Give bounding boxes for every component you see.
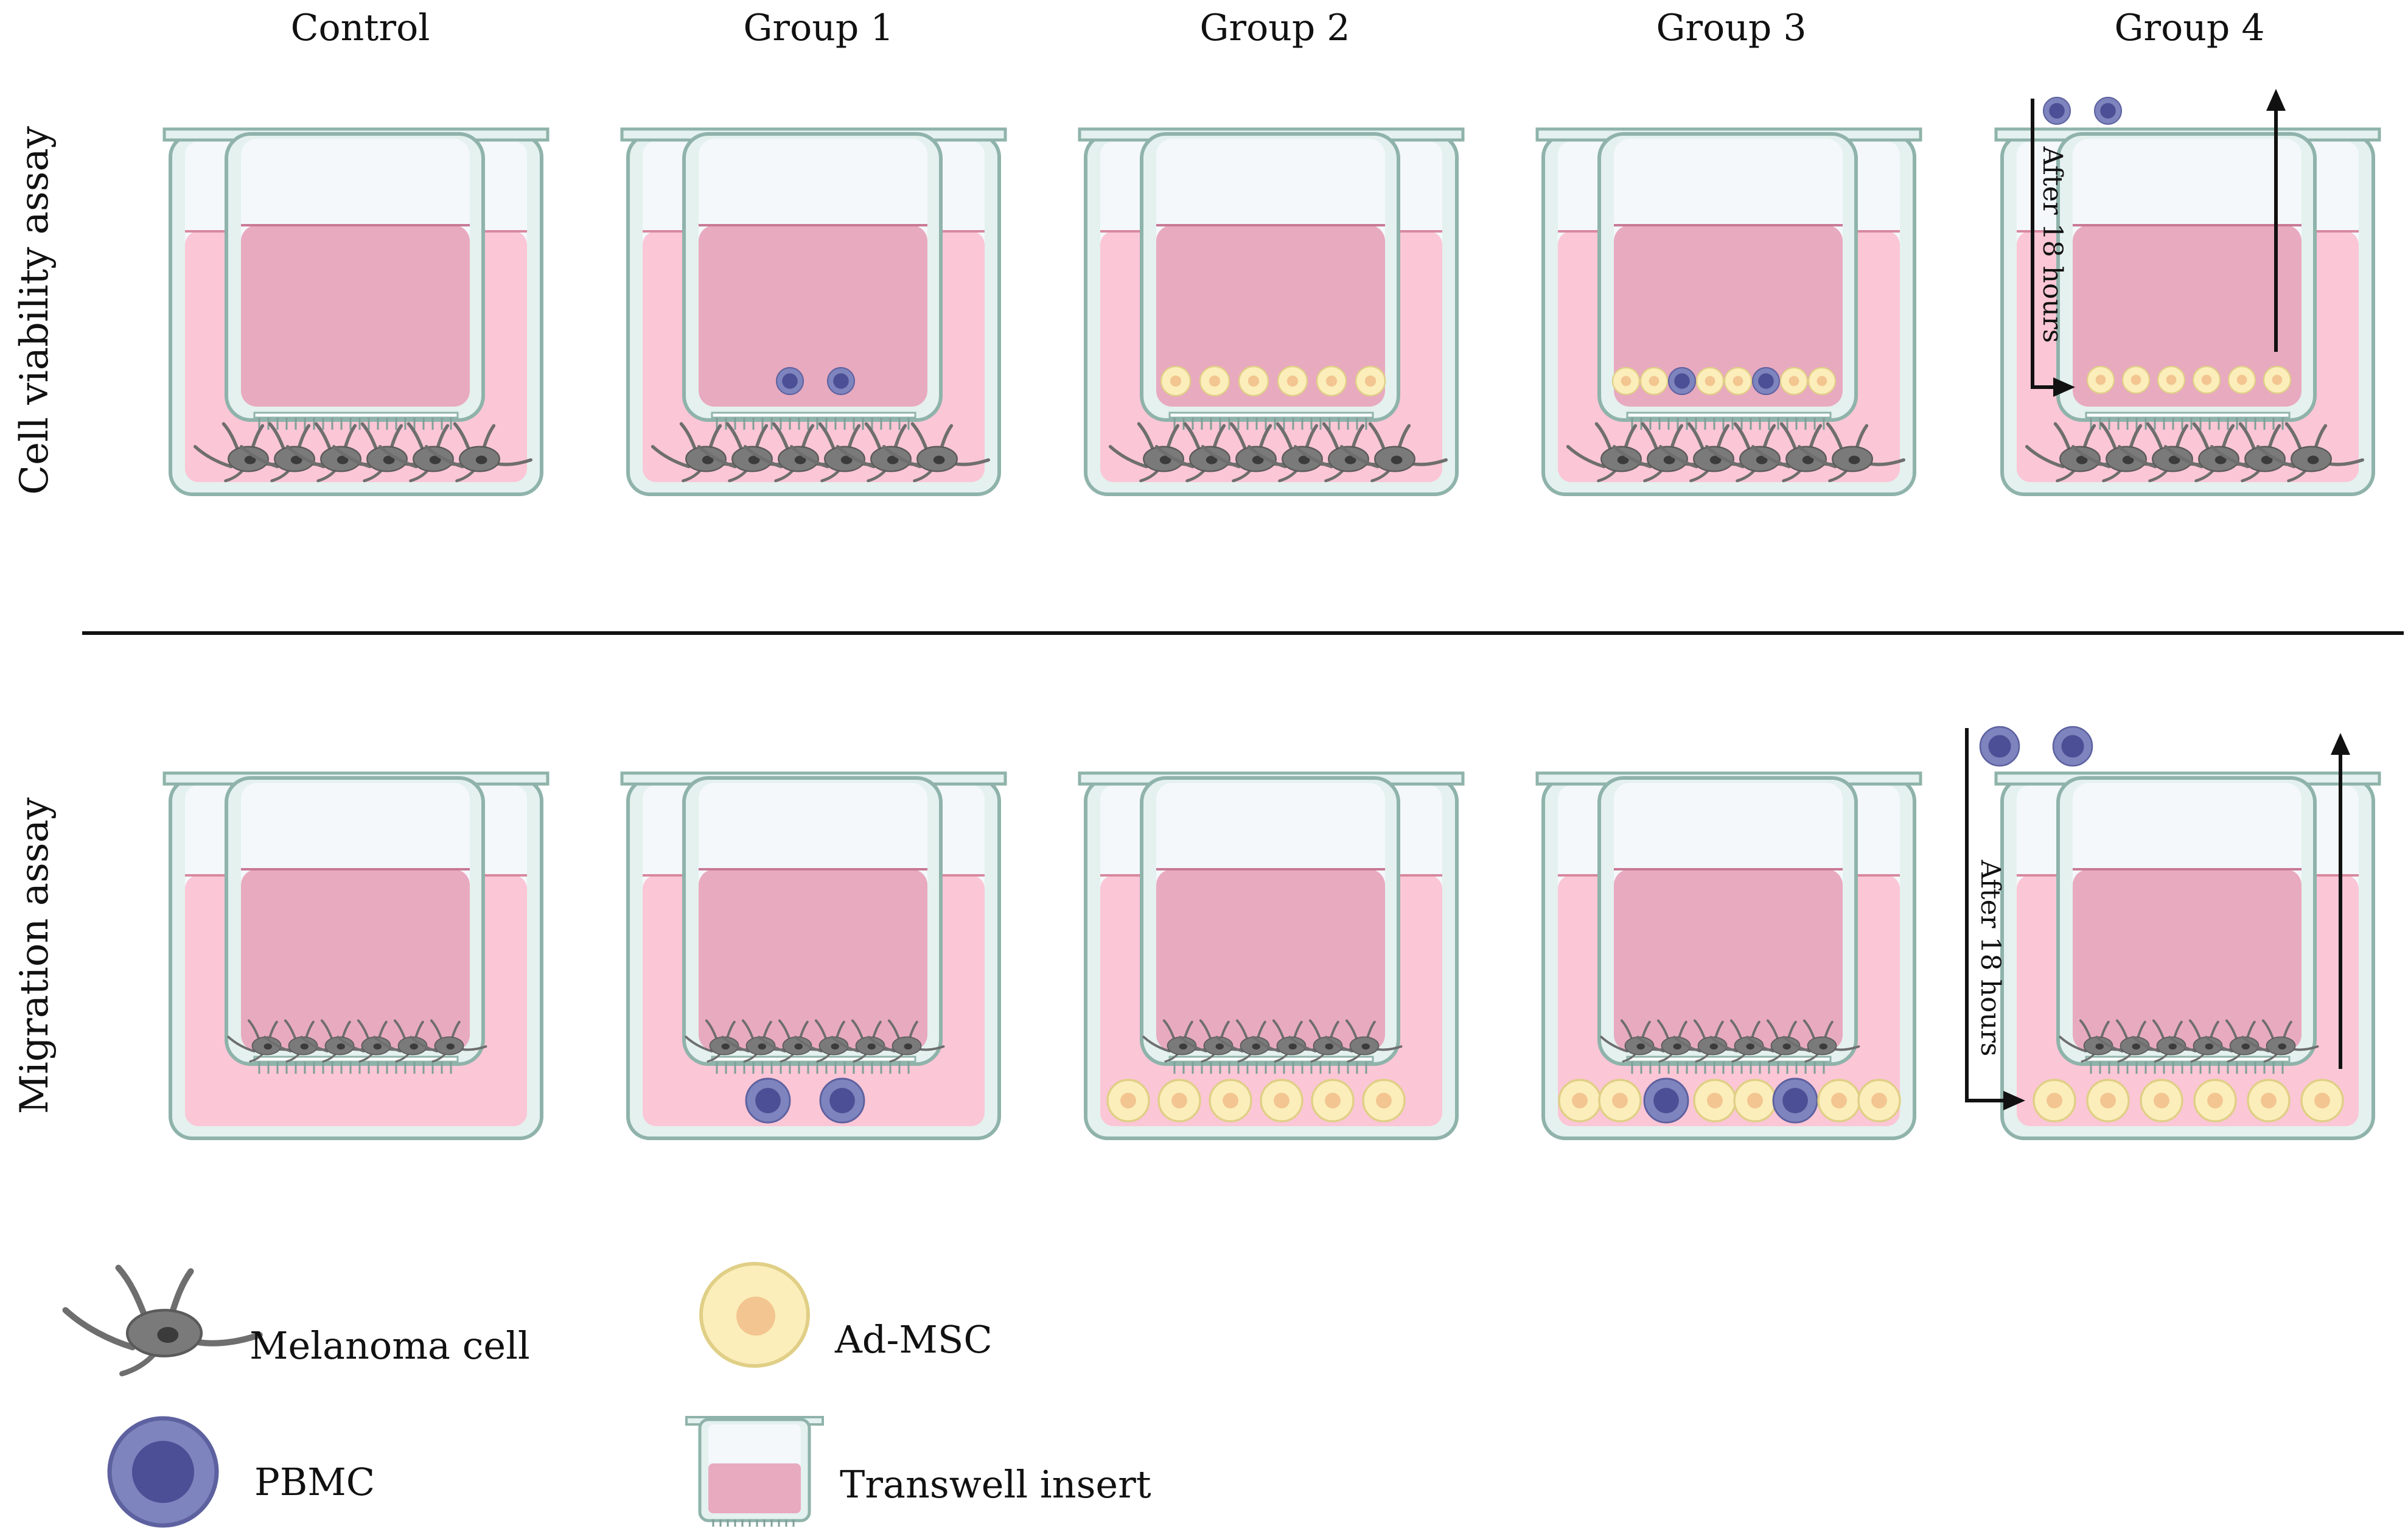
legend-ad-msc: Ad-MSC [699, 1262, 993, 1368]
ad-msc-icon [1598, 1079, 1642, 1122]
pbmc-icon [1979, 726, 2020, 767]
after-18-hours-label: After 18 hours [2037, 146, 2068, 343]
pbmc-icon [2094, 97, 2122, 125]
legend-label-transwell: Transwell insert [840, 1462, 1151, 1507]
ad-msc-icon [1695, 366, 1725, 396]
ad-msc-icon [1260, 1079, 1303, 1122]
legend-transwell: Transwell insert [685, 1416, 1151, 1527]
viability-well-group-4: After 18 hours [1994, 89, 2381, 496]
ad-msc-icon [1558, 1079, 1602, 1122]
ad-msc-icon [699, 1262, 810, 1368]
transwell-membrane [253, 1056, 459, 1074]
migration-well-group-4: After 18 hours [1965, 726, 2381, 1140]
ad-msc-icon [2157, 365, 2186, 394]
transwell-membrane [711, 412, 916, 430]
ad-msc-icon [1693, 1079, 1737, 1122]
pbmc-icon [2052, 726, 2093, 767]
ad-msc-icon [2086, 1079, 2130, 1122]
migration-well-control [162, 771, 550, 1140]
ad-msc-icon [1733, 1079, 1777, 1122]
viability-well-group-2 [1078, 127, 1465, 496]
column-header-group-4: Group 4 [2114, 7, 2264, 49]
pbmc-icon [819, 1077, 865, 1124]
ad-msc-icon [2192, 365, 2221, 394]
migration-cells-group-1 [685, 1019, 945, 1124]
pbmc-icon [1668, 367, 1696, 395]
ad-msc-icon [1817, 1079, 1861, 1122]
viability-cells-group-4 [2027, 97, 2363, 481]
ad-msc-icon [1316, 365, 1347, 397]
time-arrow: After 18 hours [2031, 89, 2286, 397]
legend-label-melanoma: Melanoma cell [250, 1323, 530, 1368]
ad-msc-icon [1723, 366, 1753, 396]
viability-cells-group-1 [653, 367, 989, 481]
ad-msc-icon [2300, 1079, 2344, 1122]
pbmc-icon [2043, 97, 2071, 125]
column-header-group-2: Group 2 [1199, 7, 1350, 49]
viability-cells-group-3 [1568, 366, 1904, 481]
ad-msc-icon [1355, 365, 1386, 397]
ad-msc-icon [1160, 365, 1192, 397]
time-arrow: After 18 hours [1965, 728, 2350, 1110]
pbmc-icon [827, 367, 855, 395]
ad-msc-icon [1157, 1079, 1201, 1122]
pbmc-icon [107, 1416, 219, 1528]
migration-well-group-3 [1535, 771, 1922, 1140]
migration-well-group-1 [620, 771, 1007, 1140]
ad-msc-icon [2086, 365, 2115, 394]
legend-pbmc: PBMC [107, 1416, 375, 1528]
pbmc-icon [1643, 1077, 1689, 1124]
pbmc-icon [776, 367, 804, 395]
migration-well-group-2 [1078, 771, 1465, 1140]
ad-msc-icon [2247, 1079, 2291, 1122]
pbmc-icon [1772, 1077, 1818, 1124]
viability-well-control [162, 127, 550, 496]
ad-msc-icon [1277, 365, 1308, 397]
ad-msc-icon [2140, 1079, 2183, 1122]
ad-msc-icon [1209, 1079, 1252, 1122]
ad-msc-icon [1199, 365, 1230, 397]
legend-melanoma: Melanoma cell [66, 1268, 530, 1374]
ad-msc-icon [1807, 366, 1837, 396]
transwell-membrane [253, 412, 459, 430]
ad-msc-icon [2193, 1079, 2237, 1122]
ad-msc-icon [1857, 1079, 1901, 1122]
ad-msc-icon [1639, 366, 1669, 396]
column-header-group-3: Group 3 [1656, 7, 1806, 49]
row-label-cell-viability: Cell viability assay [12, 126, 57, 495]
transwell-insert-icon [685, 1416, 824, 1527]
ad-msc-icon [1106, 1079, 1150, 1122]
column-header-group-1: Group 1 [743, 7, 893, 49]
ad-msc-icon [1779, 366, 1809, 396]
viability-cells-group-2 [1111, 365, 1447, 481]
ad-msc-icon [2033, 1079, 2076, 1122]
ad-msc-icon [2263, 365, 2292, 394]
ad-msc-icon [1238, 365, 1269, 397]
migration-cells-group-4 [1979, 726, 2344, 1122]
melanoma-cell-icon [66, 1268, 260, 1374]
ad-msc-icon [2121, 365, 2151, 394]
pbmc-icon [1752, 367, 1780, 395]
viability-well-group-1 [620, 127, 1007, 496]
ad-msc-icon [1362, 1079, 1406, 1122]
ad-msc-icon [2227, 365, 2256, 394]
pbmc-icon [745, 1077, 791, 1124]
transwell-membrane [1168, 412, 1374, 430]
transwell-membrane [2085, 412, 2291, 430]
transwell-membrane [1626, 412, 1832, 430]
ad-msc-icon [1311, 1079, 1355, 1122]
column-header-control: Control [291, 7, 430, 49]
migration-cells-group-3 [1558, 1019, 1901, 1124]
legend-label-ad-msc: Ad-MSC [834, 1317, 993, 1362]
viability-well-group-3 [1535, 127, 1922, 496]
row-label-migration: Migration assay [12, 797, 57, 1114]
after-18-hours-label: After 18 hours [1975, 860, 2006, 1057]
ad-msc-icon [1611, 366, 1641, 396]
migration-cells-group-2 [1106, 1019, 1406, 1122]
legend-label-pbmc: PBMC [254, 1460, 375, 1504]
